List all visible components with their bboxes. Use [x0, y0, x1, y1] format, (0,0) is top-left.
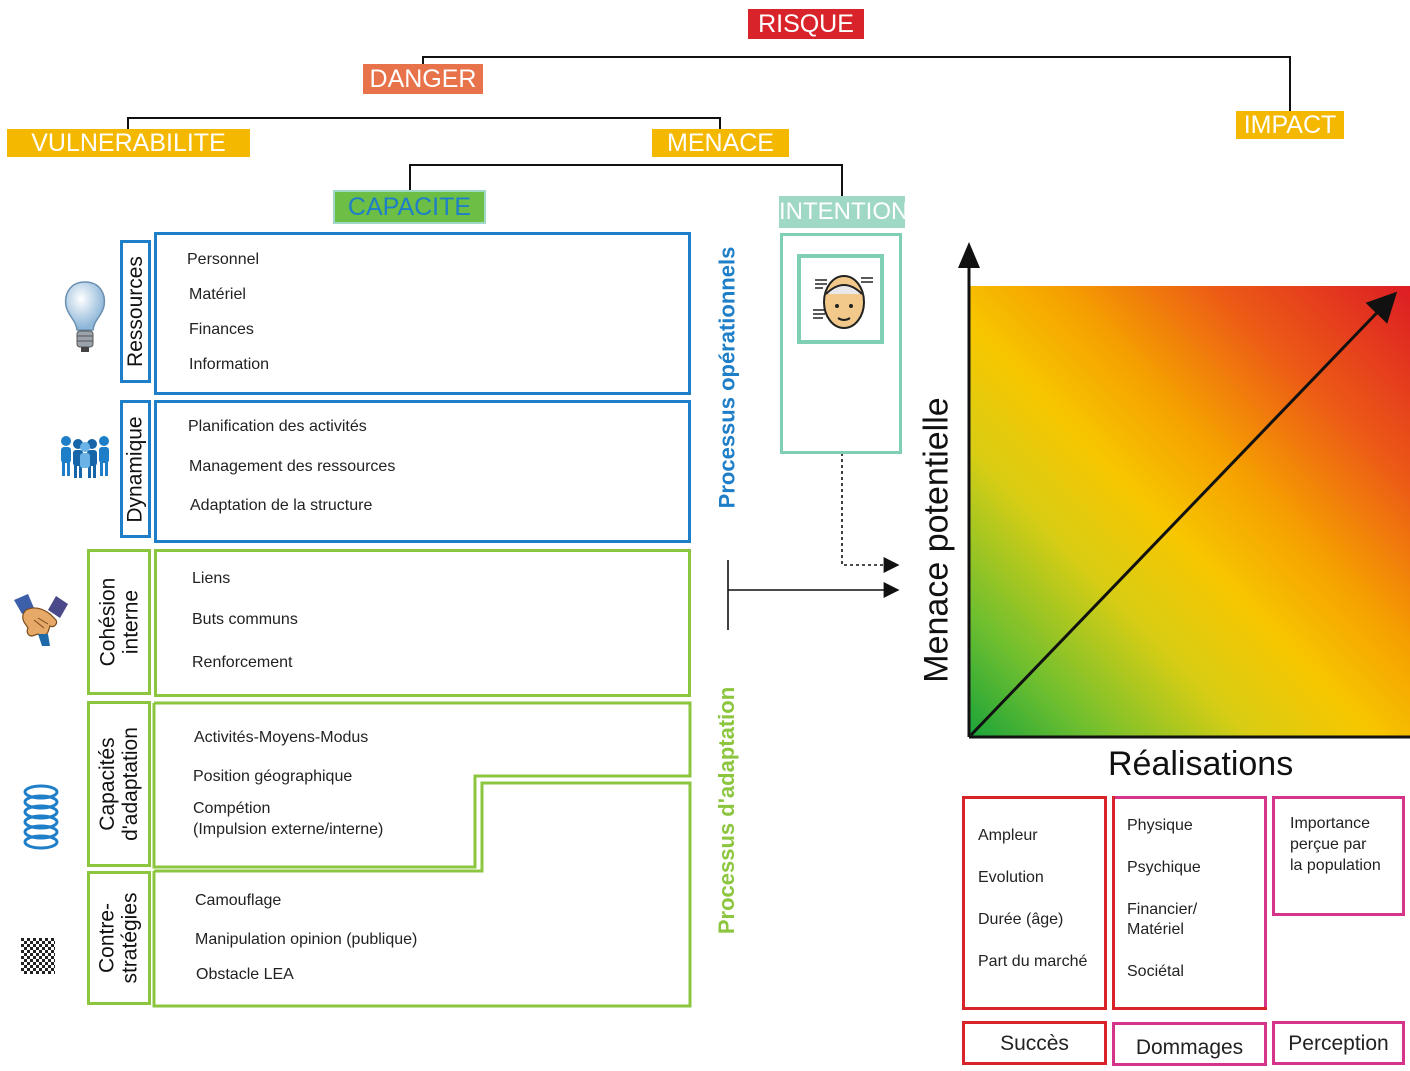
impact-label: IMPACT: [1236, 111, 1344, 139]
dynamique-label-box: [120, 400, 151, 538]
perception-box: [1272, 796, 1405, 916]
people-icon: [61, 436, 109, 478]
intention-label: INTENTION: [779, 196, 908, 228]
vulnerabilite-label: VULNERABILITE: [7, 129, 250, 157]
dynamique-item-3: Adaptation de la structure: [190, 497, 373, 514]
dommages-footer: Dommages: [1112, 1022, 1267, 1066]
perception-item-3: la population: [1290, 857, 1381, 874]
cohesion-item-2: Buts communs: [192, 611, 298, 628]
contre-item-2: Manipulation opinion (publique): [195, 931, 418, 948]
perception-footer: Perception: [1272, 1021, 1405, 1065]
dommages-item-2: Psychique: [1127, 859, 1201, 876]
spring-icon: [23, 784, 59, 850]
perception-footer-label: Perception: [1288, 1032, 1389, 1055]
chart-xlabel: Réalisations: [1108, 745, 1294, 783]
cohesion-label-box: [87, 549, 151, 695]
cohesion-item-3: Renforcement: [192, 654, 293, 671]
processus-operationnels-label: Processus opérationnels: [714, 246, 740, 509]
perception-item-1: Importance: [1290, 815, 1371, 832]
risque-label: RISQUE: [748, 9, 864, 39]
ressources-item-2: Matériel: [189, 286, 246, 303]
ressources-item-4: Information: [189, 356, 270, 373]
succes-box: [962, 796, 1107, 1010]
head-icon-frame: [797, 254, 884, 344]
capacites-item-4: (Impulsion externe/interne): [193, 821, 384, 838]
capacites-label-box: [87, 701, 151, 867]
dommages-item-1: Physique: [1127, 817, 1193, 834]
dommages-item-3: Financier/: [1127, 901, 1198, 918]
contre-label-box: [87, 871, 151, 1005]
capacites-item-3: Compétion: [193, 800, 271, 817]
succes-footer: Succès: [962, 1021, 1107, 1065]
capacites-item-1: Activités-Moyens-Modus: [194, 729, 369, 746]
risk-matrix: [958, 242, 1410, 739]
dommages-item-4: Matériel: [1127, 921, 1184, 938]
danger-label: DANGER: [363, 64, 483, 94]
intention-box: [780, 233, 902, 454]
checkerboard-icon: [21, 938, 55, 974]
dommages-footer-label: Dommages: [1135, 1036, 1244, 1059]
menace-label: MENACE: [652, 129, 789, 157]
dommages-box-inner: [1112, 796, 1267, 1010]
dynamique-item-1: Planification des activités: [188, 418, 367, 435]
chart-ylabel: Menace potentielle: [918, 397, 957, 683]
contre-item-3: Obstacle LEA: [196, 966, 294, 983]
succes-item-2: Evolution: [978, 869, 1044, 886]
y-axis-arrowhead: [958, 242, 980, 268]
cohesion-item-1: Liens: [192, 570, 231, 587]
capacite-label: CAPACITE: [333, 190, 486, 224]
diagonal-arrow: [969, 291, 1398, 737]
succes-item-4: Part du marché: [978, 953, 1088, 970]
succes-item-3: Durée (âge): [978, 911, 1064, 928]
perception-item-2: perçue par: [1290, 836, 1367, 853]
dommages-item-5: Sociétal: [1127, 963, 1184, 980]
cohesion-box: [154, 549, 691, 697]
contre-item-1: Camouflage: [195, 892, 282, 909]
processus-adaptation-label: Processus d'adaptation: [714, 686, 740, 934]
ressources-label-box: [120, 240, 151, 383]
ressources-item-3: Finances: [189, 321, 254, 338]
succes-item-1: Ampleur: [978, 827, 1038, 844]
ressources-box: [154, 232, 691, 395]
dynamique-box: [154, 400, 691, 543]
handshake-icon: [14, 594, 68, 646]
dynamique-item-2: Management des ressources: [189, 458, 396, 475]
succes-footer-label: Succès: [1000, 1032, 1069, 1055]
capacites-item-2: Position géographique: [193, 768, 353, 785]
head-icon: [813, 275, 873, 329]
lightbulb-icon: [64, 281, 106, 352]
ressources-item-1: Personnel: [187, 251, 260, 268]
